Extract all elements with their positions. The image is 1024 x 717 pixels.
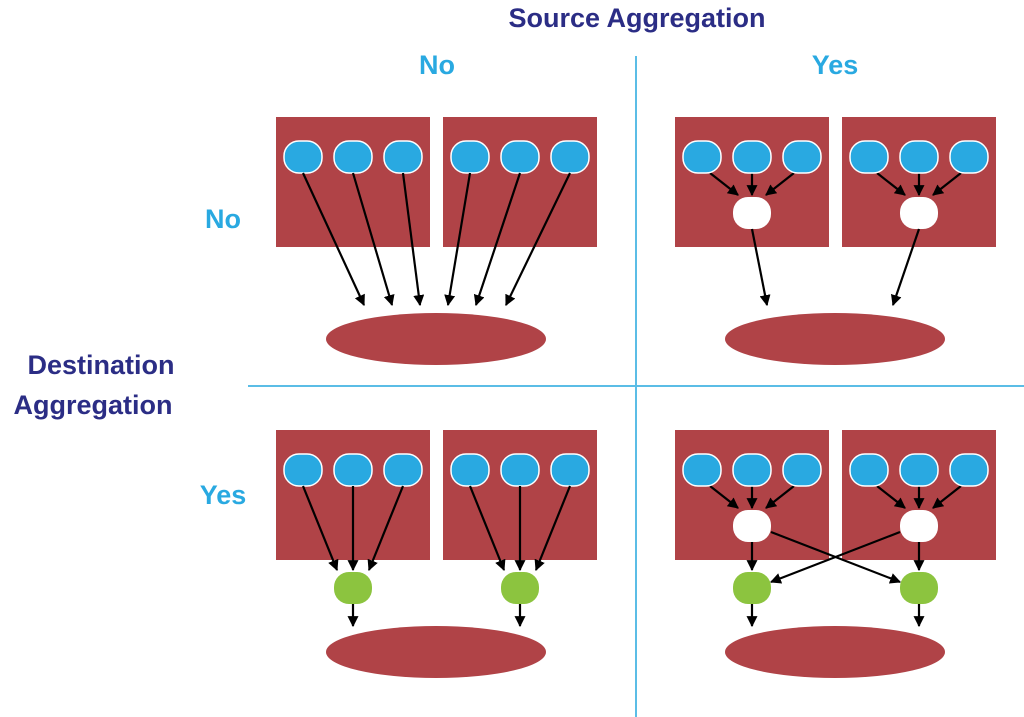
arrow	[468, 485, 506, 572]
source-node	[550, 453, 590, 487]
destination-ellipse	[326, 626, 546, 678]
source-aggregator-node	[900, 510, 938, 542]
arrow	[401, 172, 425, 307]
arrow	[750, 228, 771, 307]
arrow	[302, 172, 365, 306]
destination-aggregation-title-line1: Destination	[27, 350, 174, 380]
row-label-yes: Yes	[200, 480, 247, 510]
source-node	[283, 453, 323, 487]
quadrant-yes-dest-yes-src	[675, 430, 996, 678]
arrow	[351, 172, 395, 307]
source-node	[682, 453, 722, 487]
source-node	[500, 140, 540, 174]
source-node	[849, 453, 889, 487]
arrow	[769, 530, 901, 584]
arrow	[765, 485, 795, 509]
arrow	[505, 172, 571, 306]
arrow	[891, 228, 921, 307]
arrow	[367, 485, 405, 572]
source-aggregation-title: Source Aggregation	[508, 3, 765, 33]
source-node	[450, 453, 490, 487]
destination-ellipse	[725, 313, 945, 365]
source-node	[333, 453, 373, 487]
arrow	[301, 485, 339, 572]
source-node	[550, 140, 590, 174]
source-aggregator-node	[900, 197, 938, 229]
source-node	[333, 140, 373, 174]
arrow	[932, 172, 962, 196]
destination-ellipse	[725, 626, 945, 678]
source-node	[383, 140, 423, 174]
destination-ellipse	[326, 313, 546, 365]
source-node	[782, 453, 822, 487]
arrow	[473, 172, 522, 307]
source-node	[782, 140, 822, 174]
destination-aggregator-node	[733, 572, 771, 604]
destination-aggregator-node	[334, 572, 372, 604]
source-node	[949, 140, 989, 174]
source-node	[899, 140, 939, 174]
source-node	[682, 140, 722, 174]
quadrant-no-dest-yes-src	[675, 117, 996, 365]
source-node	[732, 140, 772, 174]
destination-aggregator-node	[501, 572, 539, 604]
arrow	[709, 485, 739, 509]
column-label-no: No	[419, 50, 455, 80]
destination-aggregation-title-line2: Aggregation	[14, 390, 173, 420]
arrow	[876, 172, 906, 196]
arrow	[765, 172, 795, 196]
arrow	[709, 172, 739, 196]
source-node	[383, 453, 423, 487]
source-aggregator-node	[733, 197, 771, 229]
source-node	[283, 140, 323, 174]
destination-aggregator-node	[900, 572, 938, 604]
source-node	[899, 453, 939, 487]
source-aggregator-node	[733, 510, 771, 542]
source-node	[849, 140, 889, 174]
column-label-yes: Yes	[812, 50, 859, 80]
quadrant-yes-dest-no-src	[276, 430, 597, 678]
source-node	[450, 140, 490, 174]
arrow	[932, 485, 962, 509]
host-box	[276, 117, 430, 247]
arrow	[876, 485, 906, 509]
source-node	[732, 453, 772, 487]
arrow	[534, 485, 572, 572]
host-box	[443, 117, 597, 247]
source-node	[949, 453, 989, 487]
quadrant-no-dest-no-src	[276, 117, 597, 365]
source-node	[500, 453, 540, 487]
arrow	[444, 172, 472, 307]
row-label-no: No	[205, 204, 241, 234]
